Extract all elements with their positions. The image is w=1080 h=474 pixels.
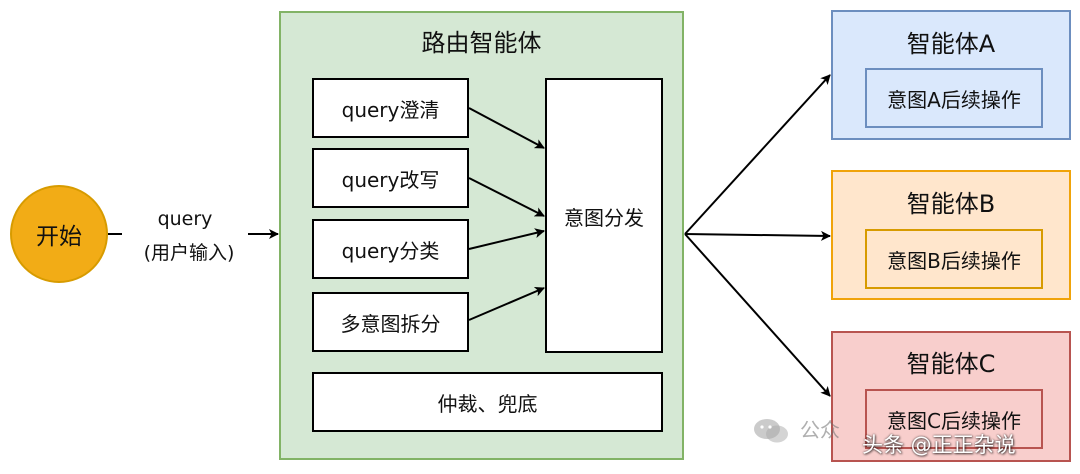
intent-dispatch-node: 意图分发 [545, 78, 663, 353]
arbitration-fallback-node: 仲裁、兜底 [312, 372, 663, 432]
arrow-rewrite-to-dispatch [468, 177, 545, 217]
arrow-clarify-to-dispatch [468, 107, 545, 149]
router-agent-title: 路由智能体 [421, 28, 542, 57]
arrow-dispatch-to-agent-c [684, 233, 831, 397]
start-node: 开始 [10, 185, 108, 283]
wechat-icon [754, 419, 788, 443]
input-label-note: (用户输入) [143, 242, 235, 264]
step-multi-intent-split: 多意图拆分 [312, 292, 469, 352]
step-query-classify: query分类 [312, 219, 469, 279]
agent-c-title: 智能体C [906, 349, 996, 378]
arrow-dispatch-to-agent-b [684, 230, 831, 241]
step-query-clarify: query澄清 [312, 78, 469, 138]
agent-b-action: 意图B后续操作 [865, 229, 1043, 289]
agent-a-title: 智能体A [906, 29, 996, 58]
arrow-classify-to-dispatch [468, 228, 545, 250]
step-query-rewrite: query改写 [312, 148, 469, 208]
input-label: query [157, 208, 213, 230]
agent-c-action: 意图C后续操作 [865, 389, 1043, 449]
arrow-split-to-dispatch [468, 286, 545, 321]
arrow-dispatch-to-agent-a [684, 74, 831, 235]
watermark-toutiao: 头条 @正正杂说 [862, 433, 1016, 457]
agent-b-title: 智能体B [906, 189, 996, 218]
agent-a-action: 意图A后续操作 [865, 68, 1043, 128]
watermark-public-account: 公众 [800, 418, 840, 442]
